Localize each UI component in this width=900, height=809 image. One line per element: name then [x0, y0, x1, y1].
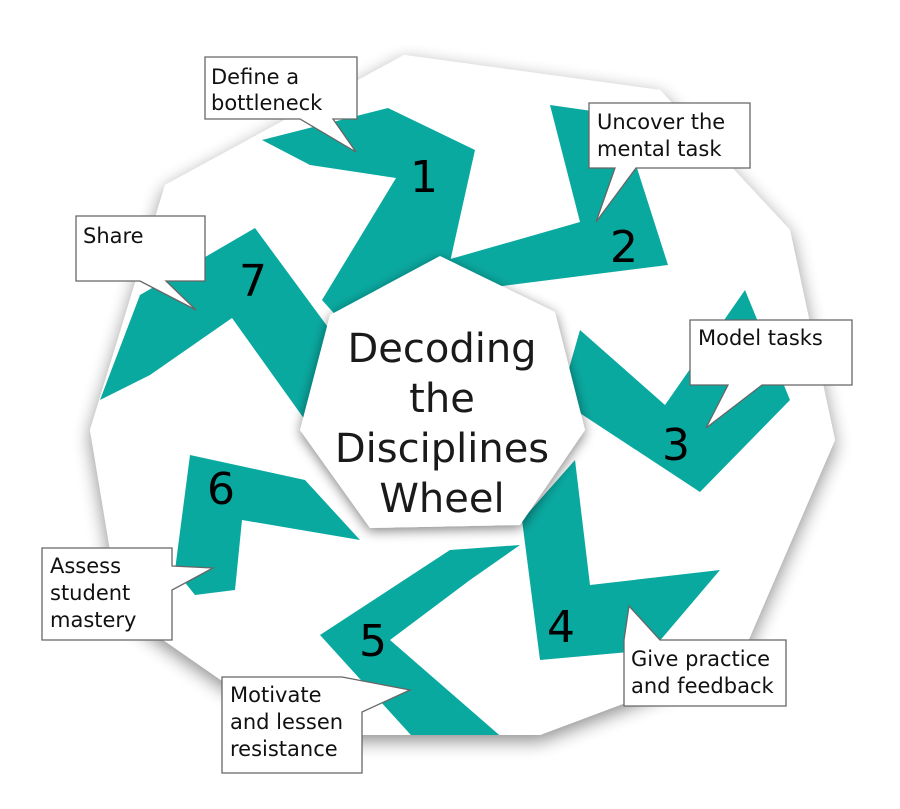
center-heptagon: [300, 256, 585, 528]
callout-step-6: Assess student mastery: [41, 547, 216, 641]
band-step-6: [175, 455, 360, 595]
step-number-2: 2: [610, 222, 638, 273]
band-step-4: [522, 460, 720, 660]
callout-step-7-line-1: Share: [83, 224, 144, 248]
callout-step-2: Uncover the mental task: [588, 102, 751, 223]
band-step-7: [100, 228, 330, 420]
callout-step-1-line-1: Define a: [211, 65, 299, 89]
callout-step-4-line-1: Give practice: [631, 647, 770, 671]
callout-step-5-line-1: Motivate: [230, 683, 322, 707]
callout-step-6-line-3: mastery: [50, 608, 136, 632]
callout-step-1: Define a bottleneck: [204, 56, 358, 153]
step-number-3: 3: [662, 420, 690, 471]
callout-step-4-line-2: and feedback: [631, 674, 774, 698]
callout-step-6-line-2: student: [50, 581, 130, 605]
step-number-7: 7: [239, 256, 267, 307]
callout-step-3-line-1: Model tasks: [698, 326, 823, 350]
callout-step-5-line-3: resistance: [230, 737, 338, 761]
center-title-line-2: the: [409, 376, 475, 422]
center-title-line-3: Disciplines: [335, 426, 549, 472]
step-number-1: 1: [410, 152, 438, 203]
step-number-5: 5: [359, 616, 387, 667]
step-number-6: 6: [207, 464, 235, 515]
callout-step-2-line-1: Uncover the: [597, 110, 725, 134]
callout-step-3: Model tasks: [689, 319, 853, 429]
callout-step-4: Give practice and feedback: [623, 604, 787, 707]
callout-step-6-line-1: Assess: [50, 554, 121, 578]
callout-step-2-line-2: mental task: [597, 137, 722, 161]
callout-step-1-line-2: bottleneck: [211, 91, 323, 115]
band-step-5: [320, 545, 520, 735]
callout-step-5: Motivate and lessen resistance: [221, 676, 413, 774]
center-title-line-1: Decoding: [347, 326, 536, 372]
callout-step-5-line-2: and lessen: [230, 710, 343, 734]
step-number-4: 4: [547, 602, 575, 653]
center-title-line-4: Wheel: [379, 476, 504, 522]
callout-step-7: Share: [75, 215, 206, 311]
